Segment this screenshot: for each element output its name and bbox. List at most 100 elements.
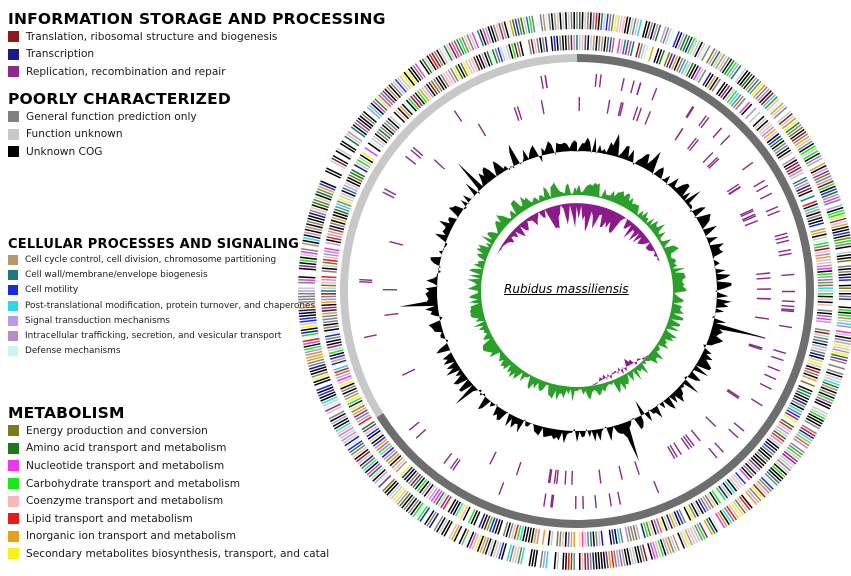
legend-item: Nucleotide transport and metabolism xyxy=(8,457,329,475)
legend-item-label: General function prediction only xyxy=(26,110,197,123)
cog-reverse-tick-group xyxy=(321,57,833,547)
cog-forward-tick-group xyxy=(298,11,851,571)
legend-information-storage: INFORMATION STORAGE AND PROCESSING Trans… xyxy=(8,10,386,81)
cog-reverse-tick-group xyxy=(321,46,831,548)
color-swatch xyxy=(8,111,19,123)
legend-items: Energy production and conversion Amino a… xyxy=(8,422,329,563)
legend-item-label: Energy production and conversion xyxy=(26,424,208,437)
legend-poorly-characterized: POORLY CHARACTERIZED General function pr… xyxy=(8,90,231,161)
legend-item-label: Post-translational modification, protein… xyxy=(25,300,316,311)
legend-items: Cell cycle control, cell division, chrom… xyxy=(8,252,315,359)
legend-item-label: Transcription xyxy=(26,48,95,61)
cog-reverse-tick-group xyxy=(324,44,828,335)
contig-arc-dark xyxy=(376,54,814,528)
legend-item-label: Amino acid transport and metabolism xyxy=(26,442,227,455)
legend-item-label: Unknown COG xyxy=(26,145,103,158)
color-swatch xyxy=(8,442,19,454)
legend-item: Secondary metabolites biosynthesis, tran… xyxy=(8,545,329,563)
cog-reverse-tick-group xyxy=(321,53,833,544)
color-swatch xyxy=(8,425,19,437)
color-swatch xyxy=(8,146,19,158)
rna-tick-group xyxy=(359,73,795,510)
rna-feature-track xyxy=(359,73,795,510)
cog-reverse-tick-group xyxy=(321,35,828,547)
cog-reverse-tick-group xyxy=(321,35,833,547)
legend-item-label: Cell cycle control, cell division, chrom… xyxy=(25,254,277,265)
cog-reverse-tick-group xyxy=(324,38,833,547)
legend-items: Translation, ribosomal structure and bio… xyxy=(8,28,386,81)
color-swatch xyxy=(8,48,19,60)
legend-item: Function unknown xyxy=(8,126,231,144)
legend-section-title: INFORMATION STORAGE AND PROCESSING xyxy=(8,10,386,28)
cog-forward-tick-group xyxy=(312,11,848,570)
cog-forward-tick-group xyxy=(300,14,851,551)
cog-forward-tick-group xyxy=(350,13,780,534)
cog-forward-tick-group xyxy=(297,12,851,570)
genome-name-label: Rubidus massiliensis xyxy=(504,282,629,296)
legend-item-label: Replication, recombination and repair xyxy=(26,65,226,78)
color-swatch xyxy=(8,269,18,280)
legend-cellular-processes: CELLULAR PROCESSES AND SIGNALING Cell cy… xyxy=(8,237,315,359)
cog-forward-tick-group xyxy=(331,42,834,570)
legend-item: Cell wall/membrane/envelope biogenesis xyxy=(8,267,315,282)
cog-forward-tick-group xyxy=(299,13,851,560)
cog-forward-tick-group xyxy=(298,20,848,568)
legend-metabolism: METABOLISM Energy production and convers… xyxy=(8,404,329,563)
cog-reverse-tick-group xyxy=(324,35,824,545)
legend-item: Intracellular trafficking, secretion, an… xyxy=(8,328,315,343)
legend-item: Signal transduction mechanisms xyxy=(8,313,315,328)
color-swatch xyxy=(8,460,19,472)
legend-section-title: POORLY CHARACTERIZED xyxy=(8,90,231,108)
color-swatch xyxy=(8,66,19,78)
legend-item-label: Cell wall/membrane/envelope biogenesis xyxy=(25,269,208,280)
legend-item: Cell cycle control, cell division, chrom… xyxy=(8,252,315,267)
cog-reverse-tick-group xyxy=(334,49,812,506)
cog-reverse-tick-group xyxy=(327,35,801,509)
gc-content-track xyxy=(399,133,764,462)
cog-forward-tick-group xyxy=(299,15,851,557)
cog-forward-tick-group xyxy=(297,12,851,571)
color-swatch xyxy=(8,346,18,357)
legend-item: Cell motility xyxy=(8,283,315,298)
legend-item: Post-translational modification, protein… xyxy=(8,298,315,313)
color-swatch xyxy=(8,315,18,326)
cog-forward-tick-group xyxy=(303,19,851,569)
legend-section-title: CELLULAR PROCESSES AND SIGNALING xyxy=(8,237,300,252)
legend-item-label: Signal transduction mechanisms xyxy=(25,315,170,326)
legend-item: Defense mechanisms xyxy=(8,344,315,359)
legend-item-label: Carbohydrate transport and metabolism xyxy=(26,477,241,490)
legend-item: Amino acid transport and metabolism xyxy=(8,440,329,458)
legend-item-label: Defense mechanisms xyxy=(25,346,121,357)
cog-reverse-tick-group xyxy=(344,35,826,473)
color-swatch xyxy=(8,285,18,296)
cog-reverse-tick-group xyxy=(320,35,830,530)
legend-item: Translation, ribosomal structure and bio… xyxy=(8,28,386,46)
color-swatch xyxy=(8,254,18,265)
cog-forward-tick-group xyxy=(302,12,816,570)
cog-forward-tick-group xyxy=(298,12,800,570)
color-swatch xyxy=(8,31,19,43)
color-swatch xyxy=(8,513,19,525)
legend-item-label: Function unknown xyxy=(26,128,123,141)
cog-reverse-tick-group xyxy=(321,200,820,540)
cog-forward-tick-group xyxy=(301,12,851,551)
legend-item: Replication, recombination and repair xyxy=(8,63,386,81)
cog-forward-tick-group xyxy=(298,26,851,568)
legend-item-label: Intracellular trafficking, secretion, an… xyxy=(25,331,282,342)
cog-reverse-strand-track xyxy=(320,34,834,548)
legend-item-label: Nucleotide transport and metabolism xyxy=(26,459,225,472)
color-swatch xyxy=(8,300,18,311)
legend-item-label: Lipid transport and metabolism xyxy=(26,512,193,525)
color-swatch xyxy=(8,331,18,342)
cog-forward-tick-group xyxy=(313,18,851,564)
cog-forward-tick-group xyxy=(304,23,851,567)
legend-item-label: Cell motility xyxy=(25,285,79,296)
cog-reverse-tick-group xyxy=(338,61,823,548)
legend-section-title: METABOLISM xyxy=(8,404,125,422)
legend-item: Unknown COG xyxy=(8,143,231,161)
cog-forward-strand-track xyxy=(297,11,851,571)
legend-item: Transcription xyxy=(8,46,386,64)
cog-forward-tick-group xyxy=(323,13,782,547)
